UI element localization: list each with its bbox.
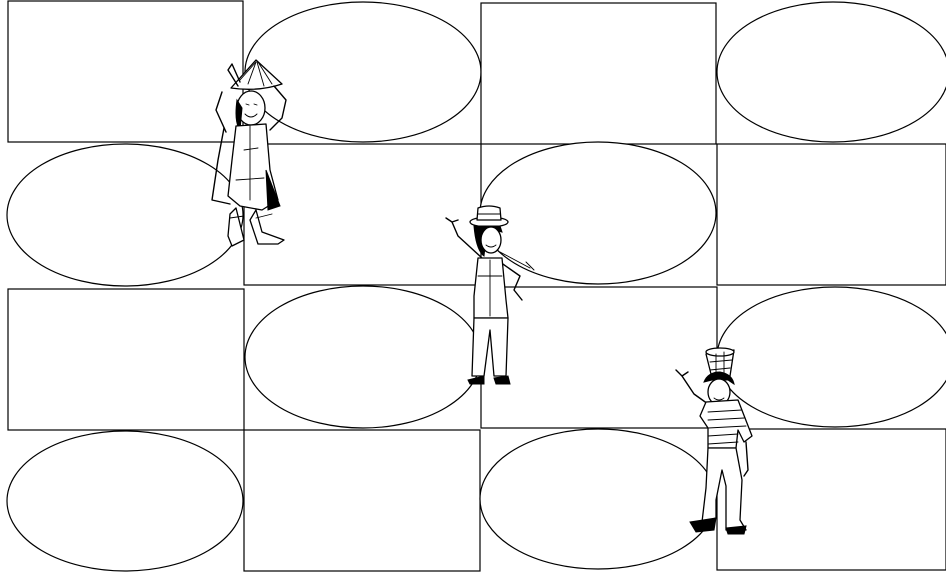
oval-r2-c3 (480, 142, 716, 284)
oval-r2-c1 (7, 144, 243, 286)
box-r1-c3 (481, 3, 716, 144)
oval-r1-c2 (245, 2, 481, 142)
box-r4-c2 (244, 430, 480, 571)
oval-r4-c3 (480, 429, 716, 569)
oval-r4-c1 (7, 431, 243, 571)
box-r3-c1 (8, 289, 244, 430)
oval-r3-c4 (717, 287, 946, 427)
box-r2-c4 (717, 144, 946, 285)
box-r4-c4 (717, 429, 946, 570)
oval-r3-c2 (245, 286, 481, 428)
box-r3-c3 (481, 287, 717, 428)
box-r2-c2 (244, 144, 481, 285)
box-r1-c1 (8, 1, 243, 142)
oval-r1-c4 (717, 2, 946, 142)
